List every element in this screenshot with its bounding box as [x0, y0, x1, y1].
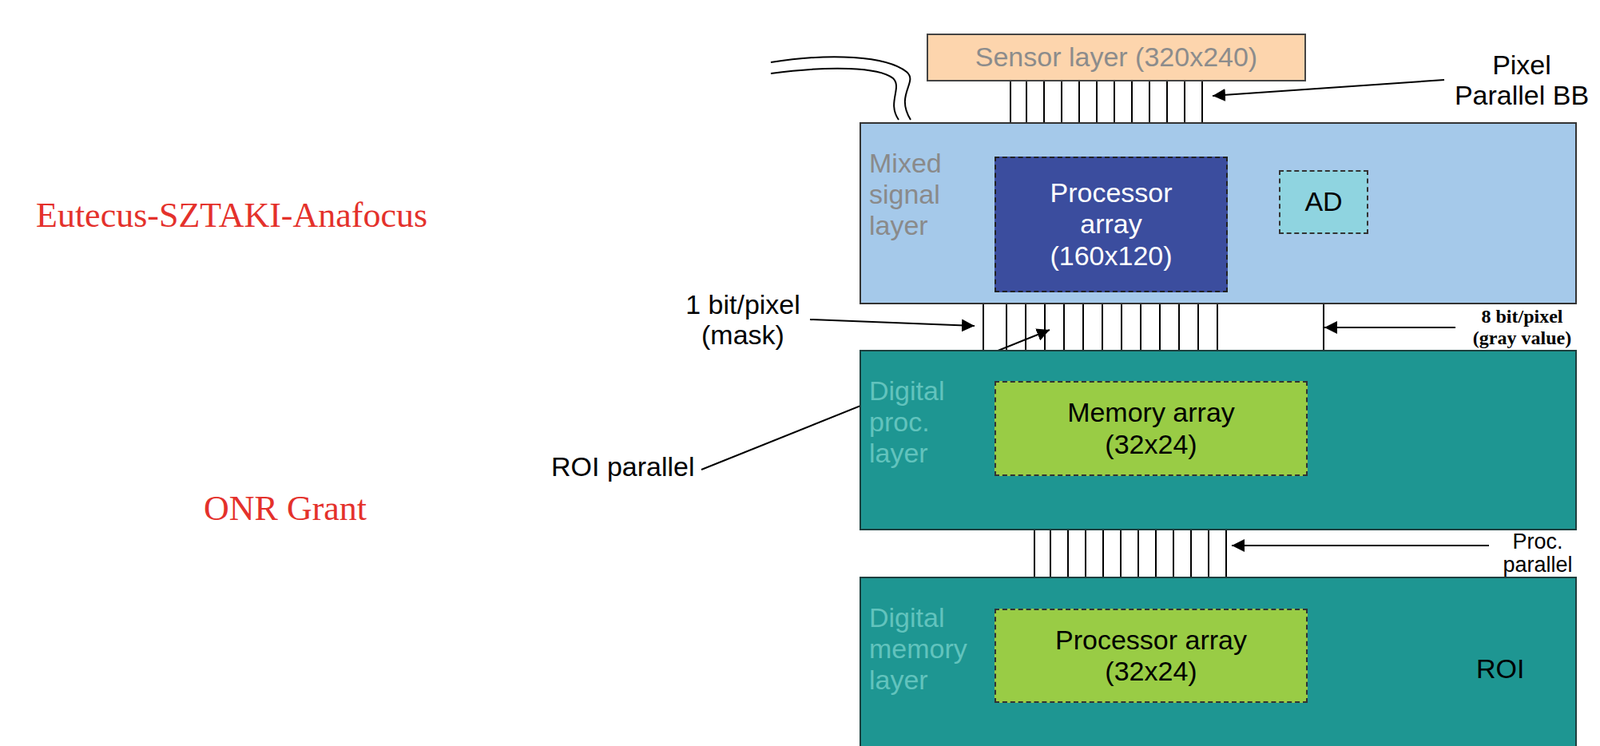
box-label: Processor array (160x120) — [1031, 177, 1192, 271]
leader-line — [1231, 544, 1489, 547]
callout-label: Pixel Parallel BB — [1449, 49, 1594, 111]
processor-array-box: Processor array (32x24) — [994, 608, 1308, 703]
callout-label: 8 bit/pixel (gray value) — [1460, 305, 1585, 350]
callout-label: Proc. parallel — [1493, 530, 1582, 576]
callout-label: ROI parallel — [551, 451, 695, 483]
box-label: Processor array (32x24) — [1043, 624, 1259, 687]
cable-curl — [770, 56, 911, 120]
sensor-layer-box: Sensor layer (320x240) — [926, 33, 1307, 82]
layer-title: Mixed signal layer — [869, 147, 981, 242]
layer-title: Digital proc. layer — [869, 375, 981, 469]
memory-array-box: Memory array (32x24) — [994, 381, 1308, 477]
layer-box: Digital memory layer Processor array (32x… — [859, 576, 1577, 746]
credit-note: Eutecus-SZTAKI-Anafocus — [35, 195, 428, 237]
ad-converter-box: AD — [1278, 170, 1369, 235]
layer-box: Mixed signal layer Processor array (160x1… — [859, 122, 1577, 305]
leader-line — [809, 319, 975, 326]
leader-line — [1212, 79, 1445, 96]
credit-note: ONR Grant — [203, 488, 367, 530]
callout-label: ROI — [1476, 653, 1525, 685]
box-label: Memory array (32x24) — [1043, 397, 1259, 460]
layer-box: Digital proc. layer Memory array (32x24) — [859, 349, 1577, 531]
leader-line — [1324, 326, 1456, 329]
box-label: AD — [1283, 186, 1364, 218]
box-label: Sensor layer (320x240) — [933, 41, 1301, 73]
callout-label: 1 bit/pixel (mask) — [678, 289, 807, 350]
processor-array-box: Processor array (160x120) — [994, 156, 1228, 293]
layer-title: Digital memory layer — [869, 602, 981, 696]
